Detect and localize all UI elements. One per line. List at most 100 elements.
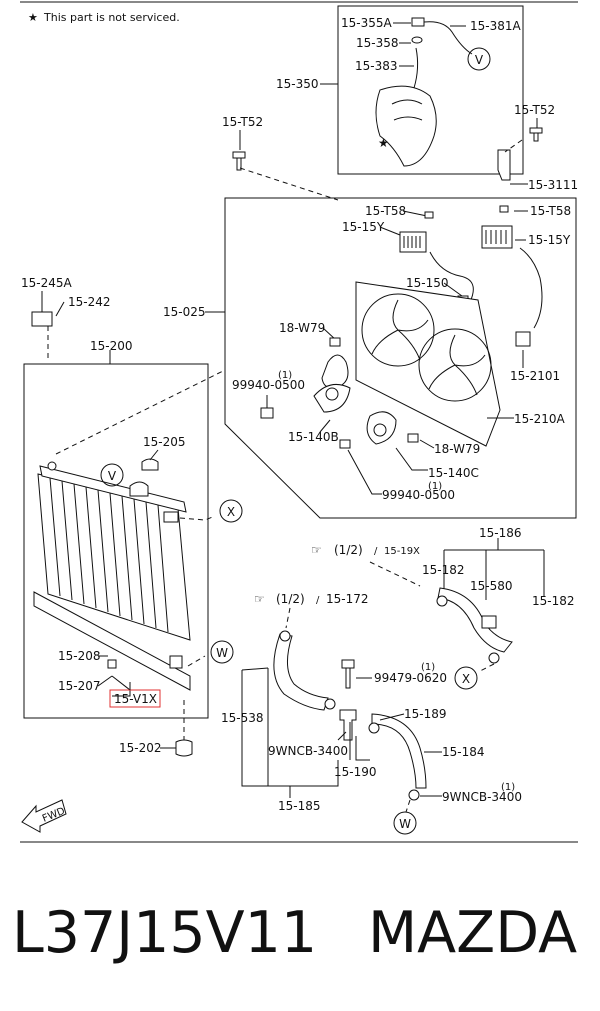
callout-15-210a: 15-210A (514, 412, 566, 426)
bolt-t58-left (424, 211, 434, 219)
bracket-245a (31, 311, 53, 327)
callout-15-538: 15-538 (221, 711, 264, 725)
callout-15-355a: 15-355A (341, 16, 393, 30)
clamp-189 (368, 722, 380, 734)
callout-15-t58-right: 15-T58 (530, 204, 571, 218)
bolt-t52-right (529, 127, 543, 142)
radiator-cap-205 (141, 458, 159, 471)
svg-text:/: / (316, 595, 320, 606)
clamp-182-right (488, 652, 500, 664)
callout-9wncb-left: 9WNCB-3400 (268, 744, 348, 758)
radiator-lower-seal (33, 591, 191, 691)
highlight-15-v1x (109, 689, 161, 708)
callout-15-580: 15-580 (470, 579, 513, 593)
marker-x-radiator (219, 499, 243, 523)
callout-15-358: 15-358 (356, 36, 399, 50)
callout-15-383: 15-383 (355, 59, 398, 73)
callout-15-205: 15-205 (143, 435, 186, 449)
not-serviced-star: ★ (28, 11, 38, 24)
callout-15-140c: 15-140C (428, 466, 479, 480)
callout-15-2101: 15-2101 (510, 369, 560, 383)
t-fitting-190 (339, 709, 357, 741)
reservoir-star: ★ (378, 136, 389, 150)
bracket-3111 (497, 149, 511, 181)
radiator-group-box (23, 363, 209, 719)
radiator-filler-neck (129, 481, 149, 497)
ref-arrow-upper: ☞ (311, 543, 322, 557)
callout-15-t58-left: 15-T58 (365, 204, 406, 218)
callout-15-207: 15-207 (58, 679, 101, 693)
callout-15-184: 15-184 (442, 745, 485, 759)
wiring-harness-right (519, 247, 543, 329)
callout-15-t52-right: 15-T52 (514, 103, 555, 117)
not-serviced-note: This part is not serviced. (43, 11, 180, 24)
qty-half-upper: (1/2) (334, 543, 363, 557)
callout-15-190: 15-190 (334, 765, 377, 779)
callout-15-172: 15-172 (326, 592, 369, 606)
callout-15-150: 15-150 (406, 276, 449, 290)
svg-text:V: V (108, 469, 117, 483)
callout-15-200: 15-200 (90, 339, 133, 353)
clamp-upper (279, 630, 291, 642)
fan-shroud (355, 281, 501, 447)
bolt-t58-right (499, 205, 509, 213)
reservoir-cap (411, 17, 425, 27)
qty-half-lower: (1/2) (276, 592, 305, 606)
svg-text:X: X (227, 505, 235, 519)
fan-ring-left (361, 293, 435, 367)
bracket-580 (481, 615, 497, 629)
callout-18-w79-lower: 18-W79 (434, 442, 480, 456)
clamp-9wncb (408, 789, 420, 801)
fan-ring-right (418, 328, 492, 402)
reservoir-group-box (337, 5, 524, 175)
callout-15-208: 15-208 (58, 649, 101, 663)
callout-15-185: 15-185 (278, 799, 321, 813)
callout-15-19x: 15-19X (384, 546, 420, 557)
callout-18-w79-upper: 18-W79 (279, 321, 325, 335)
svg-text:(1): (1) (278, 370, 292, 381)
callout-15-242: 15-242 (68, 295, 111, 309)
callout-99940-upper: 99940-0500 (232, 378, 305, 392)
svg-text:(1): (1) (428, 481, 442, 492)
clamp-lower (324, 698, 336, 710)
callout-99479: 99479-0620 (374, 671, 447, 685)
upper-radiator-hose (437, 587, 513, 653)
callout-15-381a: 15-381A (470, 19, 522, 33)
callout-99940-lower: 99940-0500 (382, 488, 455, 502)
part-number: L37J15V11 (12, 900, 317, 966)
callout-15-245a: 15-245A (21, 276, 73, 290)
marker-v-radiator (100, 463, 124, 487)
callout-15-350: 15-350 (276, 77, 319, 91)
fan-group-box (224, 197, 577, 519)
bolt-99479 (341, 659, 355, 689)
marker-w-hose (393, 811, 417, 835)
callout-15-15y-left: 15-15Y (342, 220, 385, 234)
callout-15-3111: 15-3111 (528, 178, 578, 192)
bypass-hose-184 (371, 713, 427, 789)
lower-hose-538 (273, 633, 329, 711)
screw-18-w79-upper (329, 337, 341, 347)
cap-gasket (411, 36, 423, 44)
callout-15-186: 15-186 (479, 526, 522, 540)
svg-text:/: / (374, 546, 378, 557)
svg-text:(1): (1) (421, 662, 435, 673)
radiator-mount-pin (47, 461, 57, 471)
fan-resistor-right (481, 225, 513, 249)
marker-v-top-label: V (475, 53, 484, 67)
radiator-outlet (163, 511, 179, 523)
callout-15-15y-right: 15-15Y (528, 233, 571, 247)
callout-15-140b: 15-140B (288, 430, 339, 444)
callout-15-182-left: 15-182 (422, 563, 465, 577)
brand-name: MAZDA (368, 900, 577, 966)
nut-99940-lower (339, 439, 351, 449)
overflow-hose (423, 21, 473, 55)
callout-15-202: 15-202 (119, 741, 162, 755)
drain-plug-208 (107, 659, 117, 669)
bolt-t52-left (232, 151, 246, 171)
callout-15-025: 15-025 (163, 305, 206, 319)
ref-arrow-lower: ☞ (254, 592, 265, 606)
fan-motor-2101 (515, 331, 531, 347)
callout-15-182-right: 15-182 (532, 594, 575, 608)
callout-15-189: 15-189 (404, 707, 447, 721)
